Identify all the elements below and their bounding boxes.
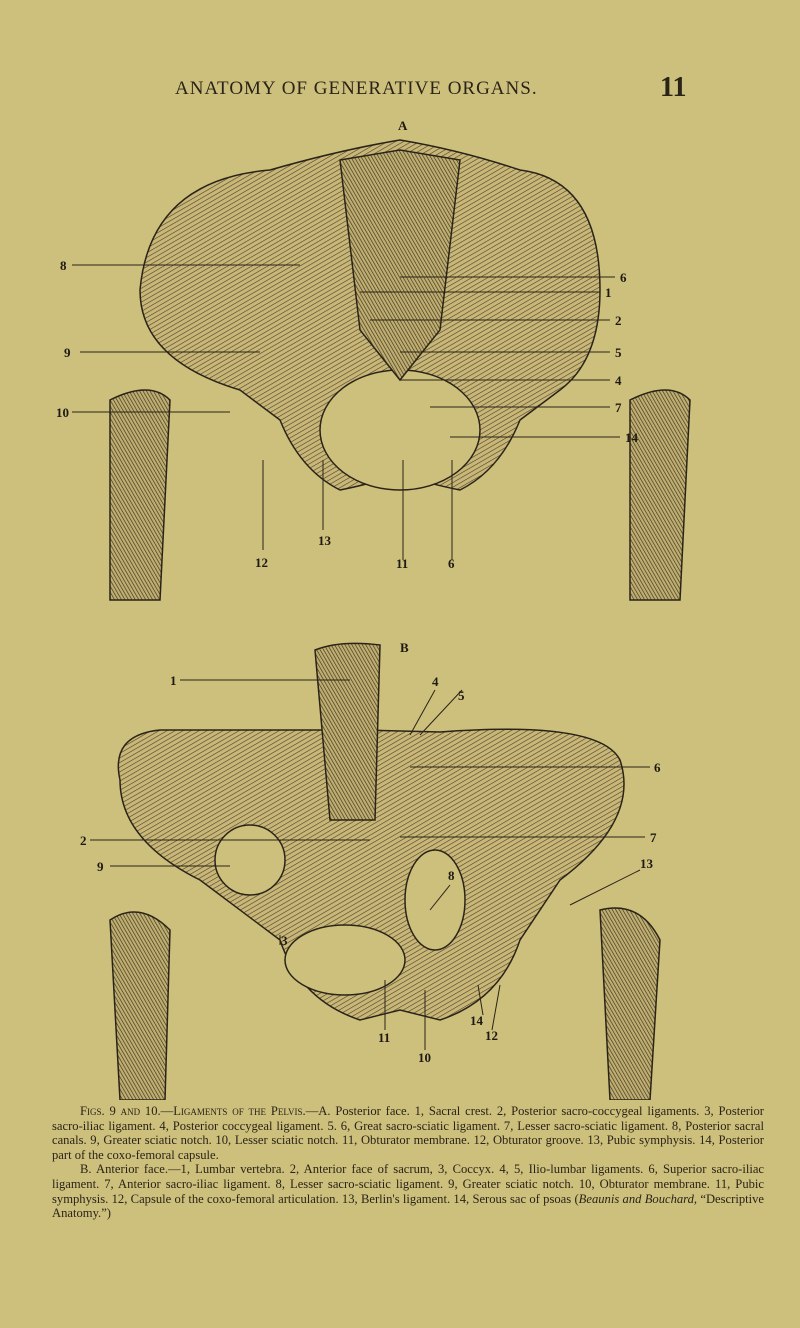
label-b-10: 10 bbox=[418, 1050, 431, 1065]
label-a-9: 9 bbox=[64, 345, 71, 360]
label-a-1: 1 bbox=[605, 285, 612, 300]
caption-part-a: Figs. 9 and 10.—Ligaments of the Pelvis.… bbox=[52, 1104, 764, 1162]
label-a-12: 12 bbox=[255, 555, 268, 570]
label-a-14: 14 bbox=[625, 430, 639, 445]
figure-a-drawing bbox=[109, 139, 691, 601]
label-a-6b: 6 bbox=[448, 556, 455, 571]
figure-a-letter: A bbox=[398, 118, 408, 133]
label-a-2: 2 bbox=[615, 313, 622, 328]
caption-part-b: B. Anterior face.—1, Lumbar vertebra. 2,… bbox=[52, 1162, 764, 1220]
figure-b-drawing bbox=[109, 642, 661, 1100]
label-b-11: 11 bbox=[378, 1030, 390, 1045]
label-a-4: 4 bbox=[615, 373, 622, 388]
figure-caption: Figs. 9 and 10.—Ligaments of the Pelvis.… bbox=[52, 1104, 764, 1221]
label-b-14: 14 bbox=[470, 1013, 484, 1028]
label-b-5: 5 bbox=[458, 688, 465, 703]
figure-a-leader-lines bbox=[72, 264, 620, 560]
label-b-9: 9 bbox=[97, 859, 104, 874]
label-b-4: 4 bbox=[432, 674, 439, 689]
label-b-13: 13 bbox=[640, 856, 654, 871]
caption-source-authors: Beaunis and Bouchard bbox=[578, 1191, 694, 1206]
label-a-6: 6 bbox=[620, 270, 627, 285]
caption-fig-ref: Figs. 9 and 10. bbox=[80, 1104, 161, 1118]
figure-b-leader-lines bbox=[90, 679, 650, 1050]
label-b-3: 3 bbox=[281, 933, 288, 948]
label-a-8: 8 bbox=[60, 258, 67, 273]
label-a-10: 10 bbox=[56, 405, 69, 420]
label-b-6: 6 bbox=[654, 760, 661, 775]
label-a-5: 5 bbox=[615, 345, 622, 360]
label-b-7: 7 bbox=[650, 830, 657, 845]
caption-text-a: —A. Posterior face. 1, Sacral crest. 2, … bbox=[52, 1104, 764, 1162]
label-a-7: 7 bbox=[615, 400, 622, 415]
page-header: ANATOMY OF GENERATIVE ORGANS. 11 bbox=[0, 72, 800, 104]
figure-b-letter: B bbox=[400, 640, 409, 655]
caption-text-b: B. Anterior face.—1, Lumbar vertebra. 2,… bbox=[52, 1162, 764, 1206]
label-a-13: 13 bbox=[318, 533, 332, 548]
running-title: ANATOMY OF GENERATIVE ORGANS. bbox=[175, 78, 538, 99]
label-b-2: 2 bbox=[80, 833, 87, 848]
label-b-8: 8 bbox=[448, 868, 455, 883]
figure-b-anterior-pelvis: B 1 4 5 6 7 13 2 9 8 3 14 12 11 10 bbox=[80, 640, 661, 1100]
caption-source-title: , “Descriptive Anatomy.”) bbox=[52, 1191, 765, 1221]
label-b-1: 1 bbox=[170, 673, 177, 688]
label-a-11: 11 bbox=[396, 556, 408, 571]
page-number: 11 bbox=[660, 72, 687, 103]
figure-a-posterior-pelvis: A 8 9 10 1 6 2 5 4 7 14 13 12 11 6 bbox=[56, 118, 691, 601]
caption-title: —Ligaments of the Pelvis. bbox=[160, 1104, 306, 1118]
label-b-12: 12 bbox=[485, 1028, 498, 1043]
